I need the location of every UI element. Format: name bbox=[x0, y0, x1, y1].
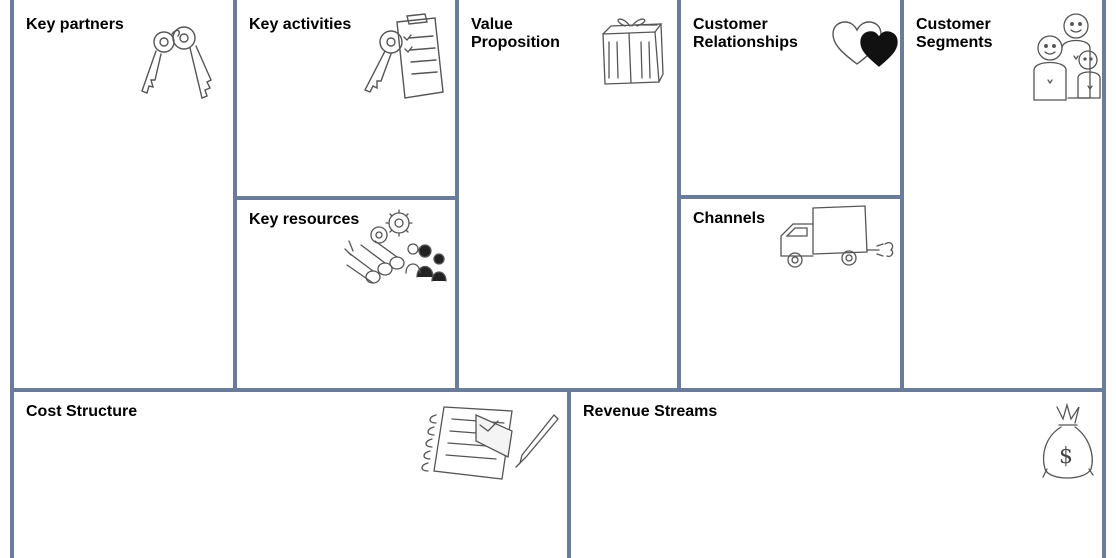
gears-logs-people-icon bbox=[329, 205, 459, 295]
customer-relationships-block: Customer Relationships bbox=[681, 6, 900, 196]
customer-relationships-label: Customer Relationships bbox=[693, 16, 798, 51]
key-activities-label: Key activities bbox=[249, 16, 352, 33]
customer-segments-label: Customer Segments bbox=[916, 16, 993, 51]
value-proposition-block: Value Proposition bbox=[459, 6, 677, 388]
channels-label: Channels bbox=[693, 210, 766, 227]
divider-h-activities bbox=[233, 196, 459, 200]
revenue-streams-block: Revenue Streams $ bbox=[571, 393, 1102, 558]
key-partners-block: Key partners bbox=[14, 6, 233, 388]
hearts-icon bbox=[831, 20, 901, 70]
notebook-pencil-icon bbox=[416, 401, 566, 486]
gift-box-icon bbox=[597, 12, 667, 87]
channels-block: Channels bbox=[681, 200, 900, 388]
key-clipboard-icon bbox=[355, 12, 450, 102]
key-activities-block: Key activities bbox=[237, 6, 455, 197]
people-family-icon bbox=[1026, 8, 1106, 103]
money-bag-icon: $ bbox=[1039, 402, 1097, 483]
cost-structure-label: Cost Structure bbox=[26, 403, 138, 420]
key-resources-label: Key resources bbox=[249, 211, 360, 228]
key-partners-label: Key partners bbox=[26, 16, 124, 33]
value-proposition-label: Value Proposition bbox=[471, 16, 560, 51]
customer-segments-block: Customer Segments bbox=[904, 6, 1102, 388]
cost-structure-block: Cost Structure bbox=[14, 393, 567, 558]
delivery-truck-icon bbox=[773, 204, 903, 274]
border-right bbox=[1102, 0, 1106, 558]
border-left bbox=[10, 0, 14, 558]
keys-icon bbox=[134, 16, 224, 106]
svg-text:$: $ bbox=[1059, 444, 1073, 469]
divider-v-bottom bbox=[567, 390, 571, 558]
divider-h-channels bbox=[677, 195, 904, 199]
divider-h-main bbox=[10, 388, 1106, 392]
revenue-streams-label: Revenue Streams bbox=[583, 403, 718, 420]
key-resources-block: Key resources bbox=[237, 201, 455, 388]
